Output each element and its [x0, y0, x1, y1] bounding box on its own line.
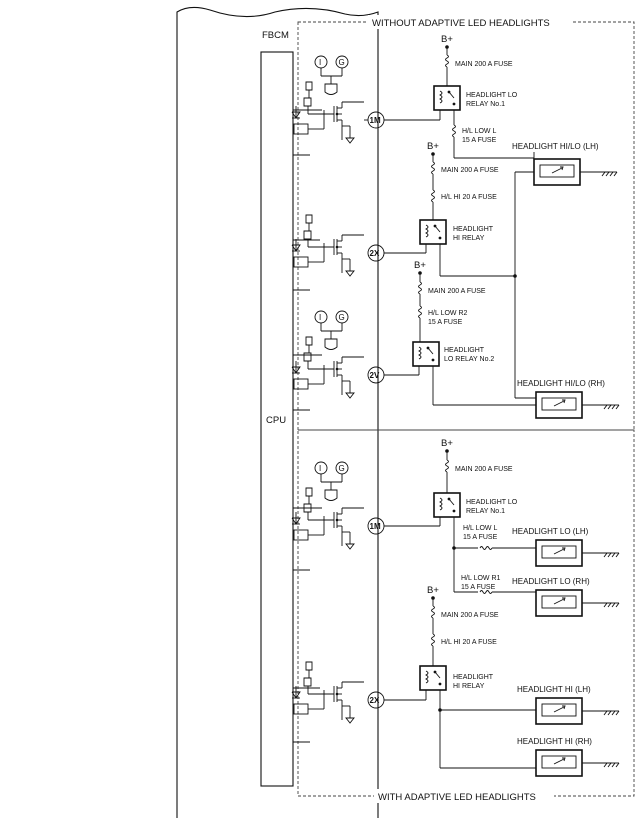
fuse-hl-hi: H/L HI 20 A FUSE [441, 194, 497, 201]
relay-hi-b-b: HI RELAY [453, 683, 485, 690]
fuse-hl-low-l-b1: H/L LOW L [463, 525, 497, 532]
lamp-hilo-rh-label: HEADLIGHT HI/LO (RH) [517, 379, 605, 388]
indicator-group-2: I G [314, 310, 349, 350]
indicator-group-3: I G [314, 461, 349, 501]
fuse-main-4: MAIN 200 A FUSE [455, 466, 513, 473]
lamp-lo-rh-label: HEADLIGHT LO (RH) [512, 577, 590, 586]
fuse-main-1: MAIN 200 A FUSE [455, 61, 513, 68]
lamp-hi-rh-label: HEADLIGHT HI (RH) [517, 737, 592, 746]
lamp-lo-lh [535, 539, 583, 567]
lamp-hi-lh-label: HEADLIGHT HI (LH) [517, 685, 591, 694]
driver-1m-bottom [292, 488, 364, 549]
relay-lo2-b: LO RELAY No.2 [444, 356, 494, 363]
section-with-adaptive: WITH ADAPTIVE LED HEADLIGHTS [378, 792, 536, 803]
relay-hi-b: HI RELAY [453, 235, 485, 242]
indicator-g-letter-3: G [339, 464, 345, 473]
lamp-hilo-rh [535, 391, 583, 419]
driver-2x-top [292, 215, 364, 276]
section-without-adaptive: WITHOUT ADAPTIVE LED HEADLIGHTS [372, 18, 550, 29]
relay-lo2-a: HEADLIGHT [444, 347, 485, 354]
lamp-hi-rh [535, 749, 583, 777]
driver-2v [292, 337, 364, 398]
pin-1m-top: 1M [370, 116, 381, 125]
fuse-hl-low-r2-2: 15 A FUSE [428, 319, 463, 326]
indicator-g-letter: G [339, 58, 345, 67]
relay-lo1b-b: RELAY No.1 [466, 508, 505, 515]
driver-1m-top [292, 82, 364, 143]
indicator-g-letter-2: G [339, 313, 345, 322]
lamp-hilo-lh-label: HEADLIGHT HI/LO (LH) [512, 142, 599, 151]
module-name: FBCM [262, 30, 289, 41]
fuse-main-2: MAIN 200 A FUSE [441, 167, 499, 174]
pin-2x-bottom: 2X [370, 696, 380, 705]
indicator-group-1: I G [314, 55, 349, 95]
fuse-hl-low-l-1: H/L LOW L [462, 128, 496, 135]
fuse-hl-low-r1-1: H/L LOW R1 [461, 575, 501, 582]
fuse-main-5: MAIN 200 A FUSE [441, 612, 499, 619]
lamp-hilo-lh [533, 158, 581, 186]
lamp-hi-lh [535, 697, 583, 725]
fuse-hl-low-r1-2: 15 A FUSE [461, 584, 496, 591]
indicator-i-letter-3: I [319, 464, 321, 473]
relay-lo1b-a: HEADLIGHT LO [466, 499, 518, 506]
bplus-5: B+ [427, 585, 439, 596]
bplus-2: B+ [427, 141, 439, 152]
fuse-hl-low-r2-1: H/L LOW R2 [428, 310, 468, 317]
fuse-hl-low-l-2: 15 A FUSE [462, 137, 497, 144]
bplus-1: B+ [441, 34, 453, 45]
relay-hi-b-a: HEADLIGHT [453, 674, 494, 681]
driver-2x-bottom [292, 662, 364, 723]
pin-2v: 2V [370, 371, 380, 380]
pin-2x-top: 2X [370, 249, 380, 258]
lamp-lo-rh [535, 589, 583, 617]
bplus-4: B+ [441, 438, 453, 449]
relay-lo1-b: RELAY No.1 [466, 101, 505, 108]
fuse-hl-low-l-b2: 15 A FUSE [463, 534, 498, 541]
bplus-3: B+ [414, 260, 426, 271]
cpu-label: CPU [266, 415, 286, 426]
fuse-hl-hi-b: H/L HI 20 A FUSE [441, 639, 497, 646]
lamp-lo-lh-label: HEADLIGHT LO (LH) [512, 527, 589, 536]
relay-hi-a: HEADLIGHT [453, 226, 494, 233]
indicator-i-letter: I [319, 58, 321, 67]
indicator-i-letter-2: I [319, 313, 321, 322]
fuse-main-3: MAIN 200 A FUSE [428, 288, 486, 295]
relay-lo1-a: HEADLIGHT LO [466, 92, 518, 99]
pin-1m-bottom: 1M [370, 522, 381, 531]
